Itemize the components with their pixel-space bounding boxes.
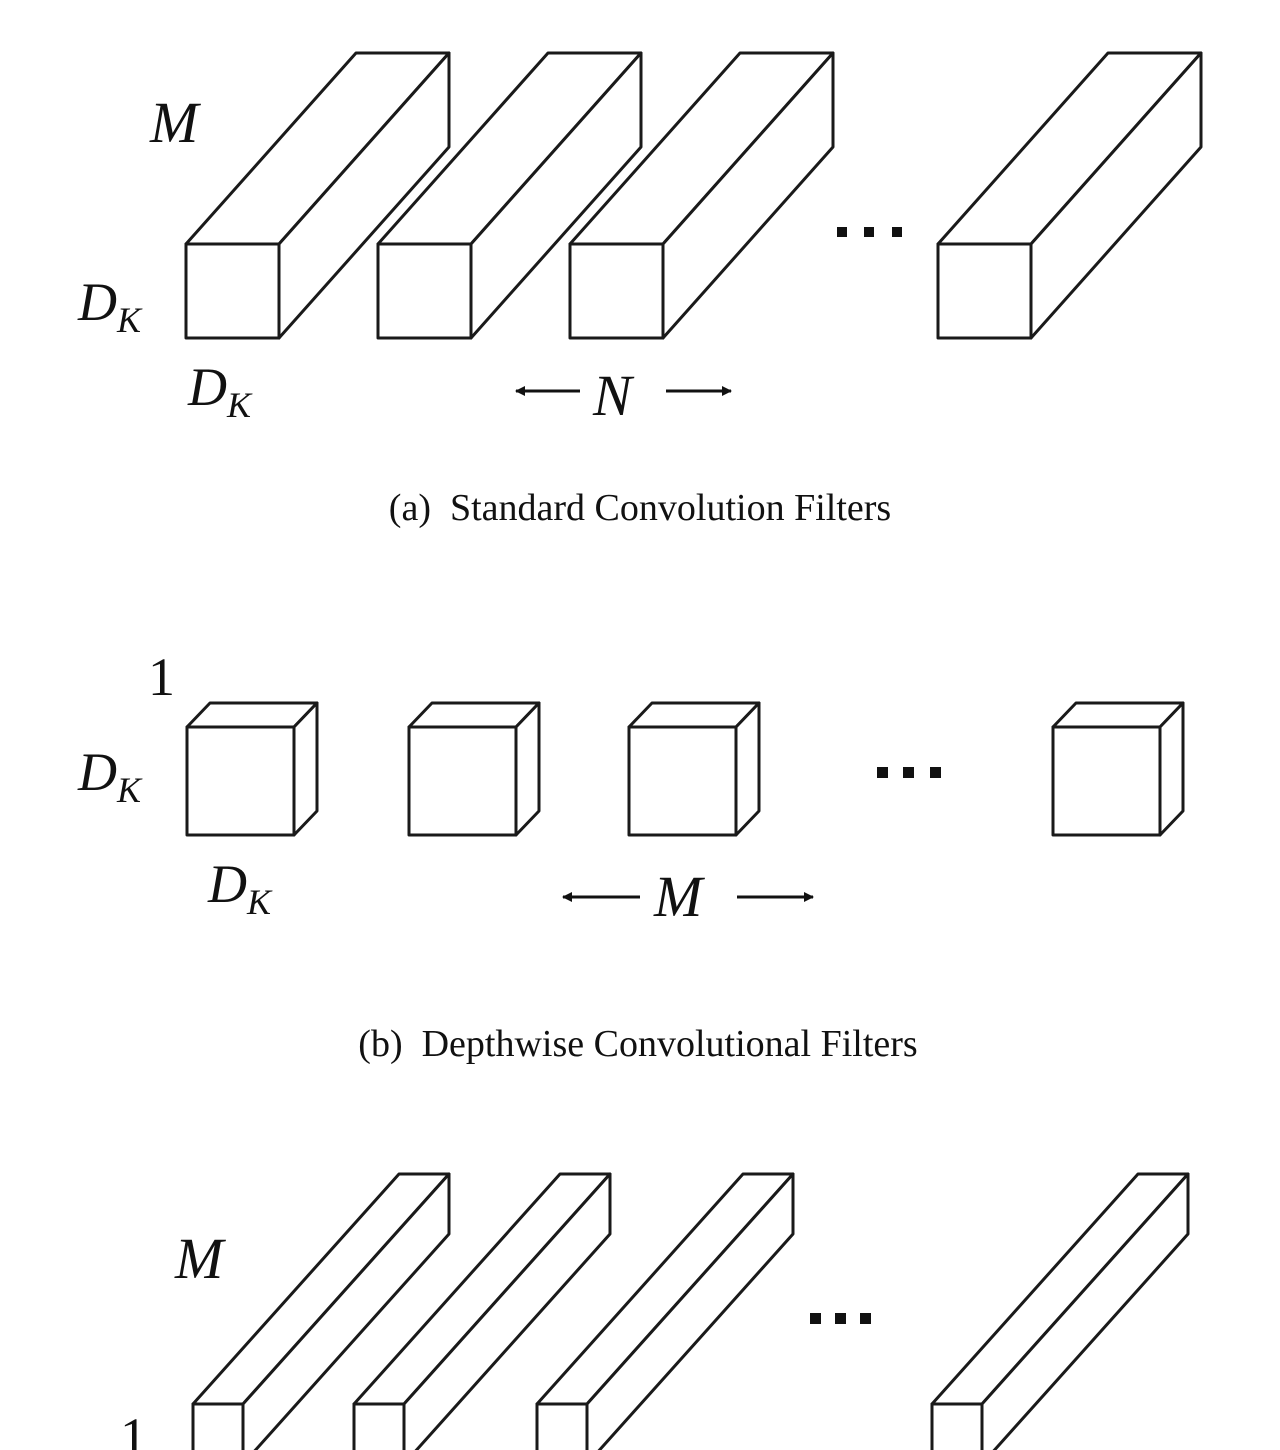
filter-side-face	[734, 701, 761, 837]
filter-front-face	[185, 725, 296, 837]
ellipsis-dot	[864, 227, 874, 237]
ellipsis-dot	[835, 1313, 846, 1324]
panel-a-ellipsis	[837, 227, 902, 237]
filter-1	[185, 701, 319, 837]
ellipsis-dot	[930, 767, 941, 778]
panel-c-ellipsis	[810, 1313, 871, 1324]
panel-c-filters	[191, 1172, 1190, 1450]
filter-front-face	[535, 1402, 589, 1450]
filter-front-face	[184, 242, 281, 340]
panel-b-height-label: DK	[77, 742, 143, 810]
panel-b-filters	[185, 701, 1185, 837]
panel-b-caption: (b) Depthwise Convolutional Filters	[358, 1023, 917, 1065]
ellipsis-dot	[903, 767, 914, 778]
panel-a-caption: (a) Standard Convolution Filters	[389, 487, 891, 529]
ellipsis-dot	[877, 767, 888, 778]
ellipsis-dot	[892, 227, 902, 237]
filter-side-face	[292, 701, 319, 837]
panel-b-count-label: M	[653, 864, 705, 929]
filter-front-face	[568, 242, 665, 340]
panel-a-height-label: DK	[77, 272, 143, 340]
filter-front-face	[376, 242, 473, 340]
filter-front-face	[936, 242, 1033, 340]
filter-front-face	[930, 1402, 984, 1450]
filter-1	[191, 1172, 451, 1450]
filter-3	[535, 1172, 795, 1450]
panel-a-filters	[184, 51, 1203, 340]
panel-b-ellipsis	[877, 767, 941, 778]
filter-front-face	[1051, 725, 1162, 837]
filter-2	[352, 1172, 612, 1450]
filter-front-face	[191, 1402, 245, 1450]
panel-a-depth-label: M	[149, 90, 201, 155]
filter-1	[184, 51, 451, 340]
filter-side-face	[514, 701, 541, 837]
panel-b-width-label: DK	[207, 854, 273, 922]
panel-b-depth-label: 1	[148, 647, 175, 707]
filter-2	[376, 51, 643, 340]
panel-c-height-label: 1	[120, 1407, 147, 1450]
filter-front-face	[407, 725, 518, 837]
filter-4	[936, 51, 1203, 340]
ellipsis-dot	[810, 1313, 821, 1324]
filter-2	[407, 701, 541, 837]
panel-c-depth-label: M	[174, 1226, 226, 1291]
panel-a-width-label: DK	[187, 357, 253, 425]
panel-c-pointwise-convolution: M 1	[120, 1172, 1190, 1450]
filter-4	[930, 1172, 1190, 1450]
filter-4	[1051, 701, 1185, 837]
panel-a-count-label: N	[592, 363, 635, 428]
panel-b-depthwise-convolution: 1 DK DK M (b) Depthwise Convolutional Fi…	[77, 647, 1185, 1065]
filter-3	[627, 701, 761, 837]
filter-side-face	[1158, 701, 1185, 837]
panel-a-standard-convolution: M DK DK N (a) Standard Convolution Filte…	[77, 51, 1203, 529]
filter-front-face	[352, 1402, 406, 1450]
filter-front-face	[627, 725, 738, 837]
ellipsis-dot	[860, 1313, 871, 1324]
ellipsis-dot	[837, 227, 847, 237]
filter-3	[568, 51, 835, 340]
